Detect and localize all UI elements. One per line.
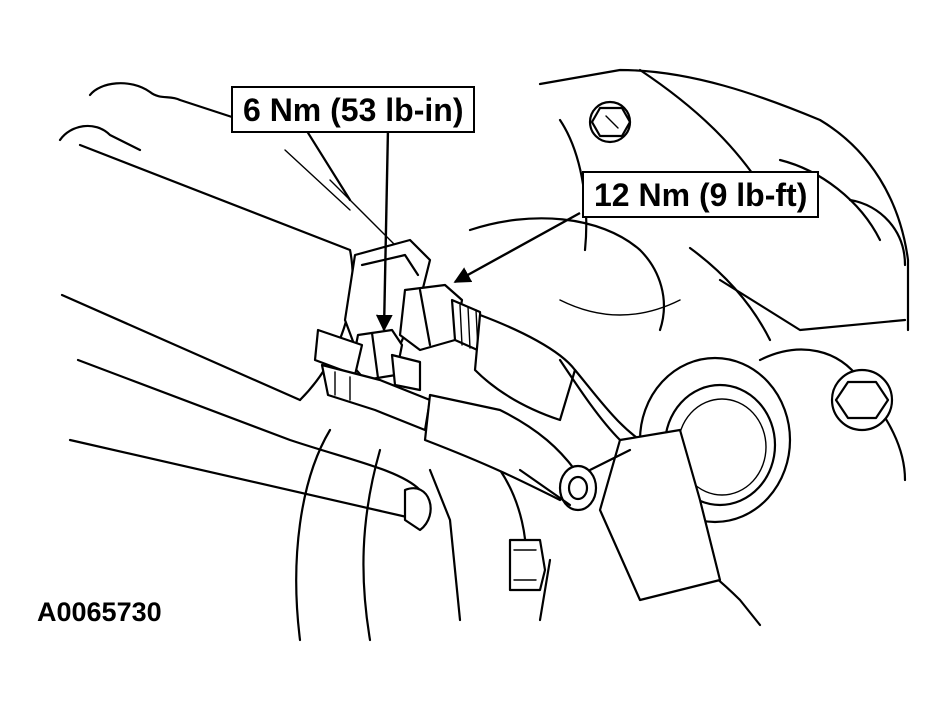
figure-id: A0065730 (37, 597, 162, 627)
torque-callout-12nm: 12 Nm (9 lb-ft) (582, 171, 820, 218)
lower-bolt (508, 538, 547, 592)
hose-assembly (423, 313, 722, 602)
torque-callout-6nm: 6 Nm (53 lb-in) (231, 86, 476, 133)
leader-arrow-12nm (453, 211, 581, 284)
right-bolt (830, 368, 894, 432)
upper-bolt (588, 100, 632, 144)
leader-lines (375, 127, 581, 332)
hex-nut-small (350, 328, 422, 392)
leader-arrow-6nm (375, 127, 393, 332)
hex-fitting-large (398, 283, 484, 354)
wire-terminal (313, 328, 432, 432)
cylinder-body (60, 143, 528, 642)
